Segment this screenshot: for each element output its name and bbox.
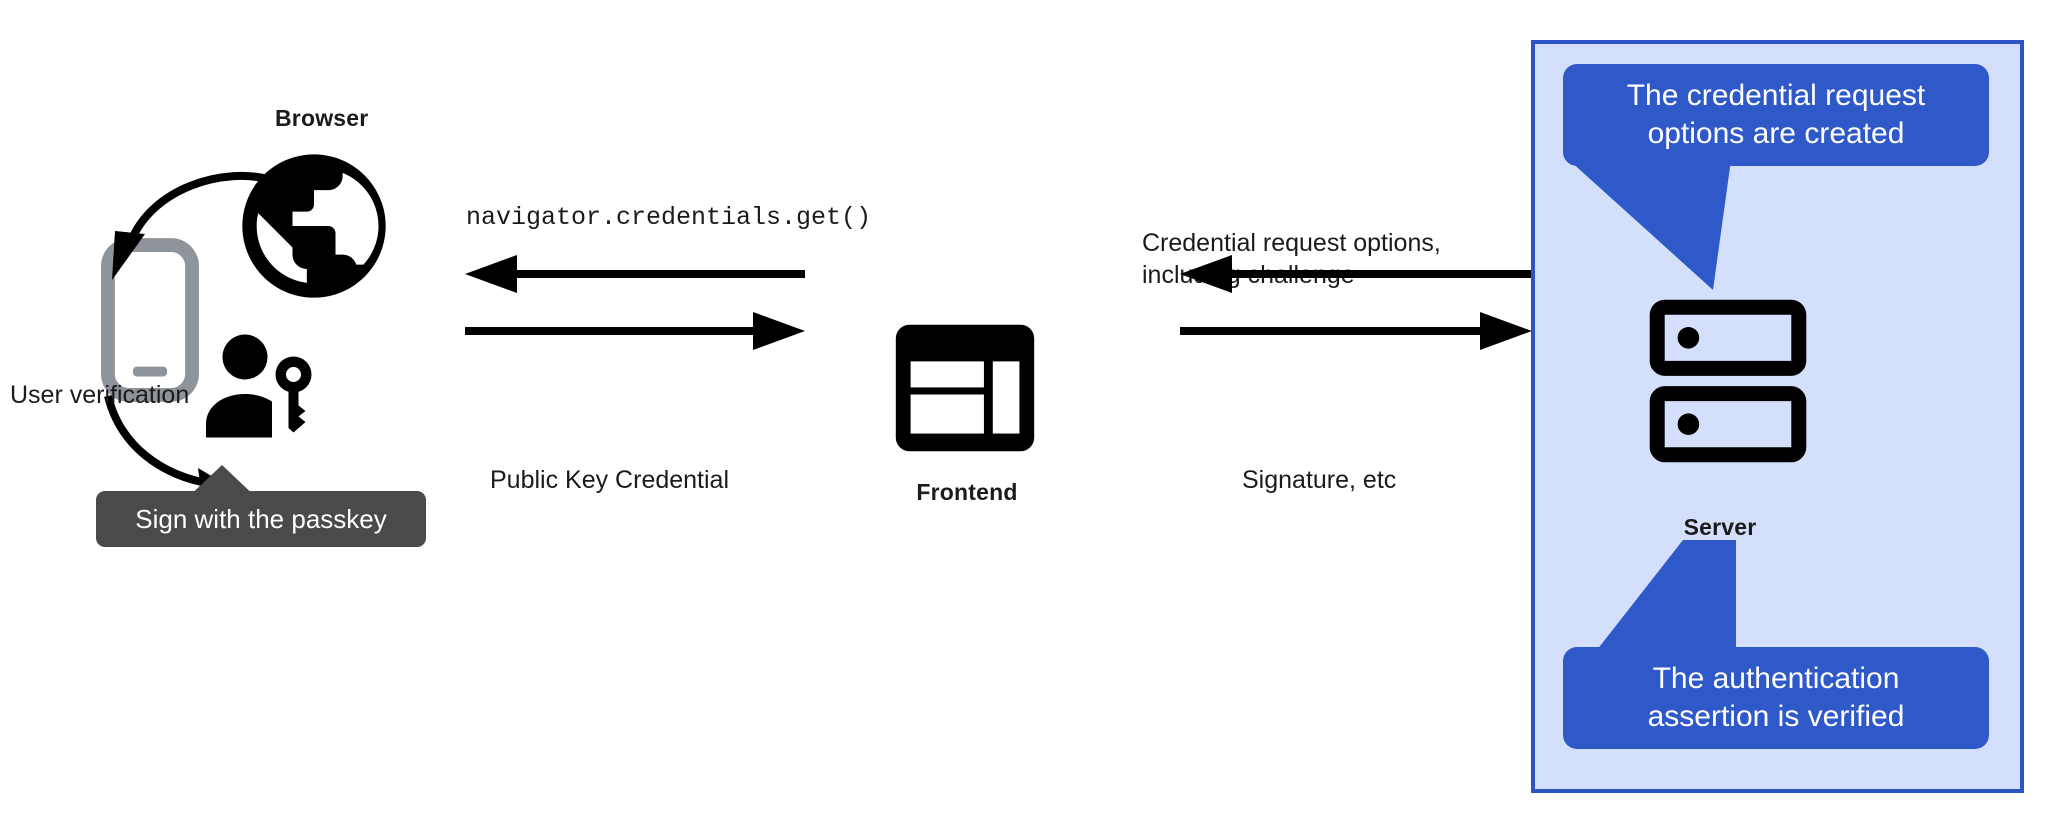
server-racks-icon xyxy=(1649,299,1807,480)
smartphone-icon xyxy=(101,238,199,402)
callout-authentication-assertion: The authentication assertion is verified xyxy=(1563,647,1989,749)
frontend-to-browser-arrow xyxy=(465,255,805,293)
frontend-label: Frontend xyxy=(916,479,1018,505)
callout-bottom-tail xyxy=(1531,540,1861,680)
person-with-key-icon xyxy=(198,326,328,456)
browser-to-frontend-arrow xyxy=(465,312,805,350)
tooltip-text: Sign with the passkey xyxy=(96,491,426,547)
browser-label: Browser xyxy=(275,105,369,131)
callout-top-tail xyxy=(1531,160,1861,300)
navigator-credentials-get-label: navigator.credentials.get() xyxy=(466,203,872,232)
server-label: Server xyxy=(1683,514,1757,540)
user-verification-label: User verification xyxy=(10,381,190,409)
public-key-credential-label: Public Key Credential xyxy=(490,466,730,494)
frontend-to-server-arrow xyxy=(1180,312,1532,350)
server-to-frontend-arrow xyxy=(1180,255,1532,293)
browser-to-phone-arrow xyxy=(95,168,285,288)
signature-etc-label: Signature, etc xyxy=(1242,466,1397,494)
globe-icon xyxy=(228,140,400,312)
callout-credential-request-options: The credential request options are creat… xyxy=(1563,64,1989,166)
frontend-dashboard-icon xyxy=(890,320,1040,456)
